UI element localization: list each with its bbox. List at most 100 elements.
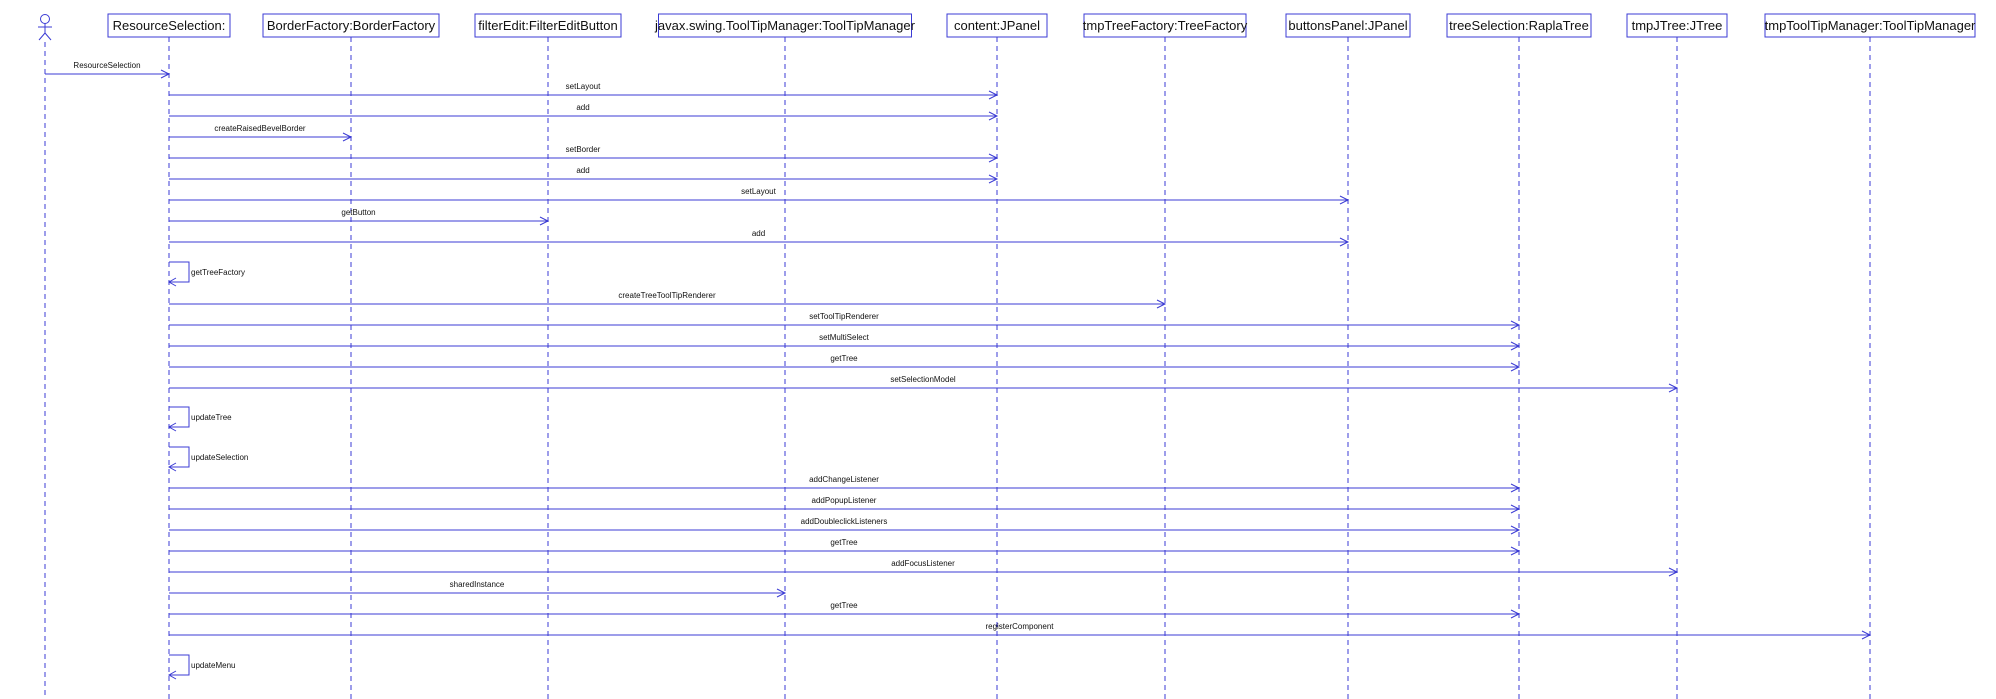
- arrowhead-icon: [988, 153, 999, 163]
- message-setMultiSelect: setMultiSelect: [169, 333, 1521, 351]
- lifeline-borderFactory: BorderFactory:BorderFactory: [262, 13, 440, 699]
- message-addDoubleclickListeners: addDoubleclickListeners: [169, 517, 1521, 535]
- lifeline-box: [1764, 13, 1976, 38]
- message-updateMenu: updateMenu: [167, 654, 235, 680]
- arrowhead-icon: [1510, 525, 1521, 535]
- arrowhead-icon: [988, 111, 999, 121]
- lifeline-tmpTreeFactory: tmpTreeFactory:TreeFactory: [1083, 13, 1248, 699]
- message-label: setSelectionModel: [890, 375, 956, 384]
- message-getTree: getTree: [169, 538, 1521, 556]
- lifeline-box: [1446, 13, 1592, 38]
- message-updateSelection: updateSelection: [167, 446, 248, 472]
- message-label: getTree: [830, 538, 858, 547]
- message-label: sharedInstance: [450, 580, 505, 589]
- actor-head: [40, 14, 50, 24]
- message-add: add: [169, 166, 999, 184]
- lifeline-box: [262, 13, 440, 38]
- arrowhead-icon: [1156, 299, 1167, 309]
- lifelines: ResourceSelection: BorderFactory:BorderFa…: [107, 13, 1976, 699]
- self-call-loop: [169, 406, 190, 428]
- arrowhead-icon: [1668, 567, 1679, 577]
- message-label: getTree: [830, 354, 858, 363]
- lifeline-label: content:JPanel: [954, 18, 1040, 33]
- lifeline-treeSelection: treeSelection:RaplaTree: [1446, 13, 1592, 699]
- message-label: setMultiSelect: [819, 333, 870, 342]
- arrowhead-icon: [1510, 483, 1521, 493]
- message-addFocusListener: addFocusListener: [169, 559, 1679, 577]
- message-label: addChangeListener: [809, 475, 879, 484]
- arrowhead-icon: [1510, 362, 1521, 372]
- message-updateTree: updateTree: [167, 406, 232, 432]
- lifeline-label: treeSelection:RaplaTree: [1449, 18, 1589, 33]
- lifeline-filterEdit: filterEdit:FilterEditButton: [474, 13, 622, 699]
- message-label: updateTree: [191, 413, 232, 422]
- message-sharedInstance: sharedInstance: [169, 580, 787, 598]
- actor: [38, 14, 52, 699]
- message-label: ResourceSelection: [73, 61, 140, 70]
- message-registerComponent: registerComponent: [169, 622, 1872, 640]
- lifeline-toolTipManager: javax.swing.ToolTipManager:ToolTipManage…: [654, 13, 916, 699]
- message-label: getTree: [830, 601, 858, 610]
- arrowhead-icon: [1510, 320, 1521, 330]
- lifeline-resourceSelection: ResourceSelection:: [107, 13, 231, 699]
- message-getTree: getTree: [169, 601, 1521, 619]
- message-createRaisedBevelBorder: createRaisedBevelBorder: [169, 124, 353, 142]
- lifeline-label: javax.swing.ToolTipManager:ToolTipManage…: [654, 18, 916, 33]
- message-label: updateMenu: [191, 661, 235, 670]
- arrowhead-icon: [539, 216, 550, 226]
- arrowhead-icon: [167, 277, 177, 287]
- message-add: add: [169, 103, 999, 121]
- message-label: createTreeToolTipRenderer: [618, 291, 716, 300]
- lifeline-label: ResourceSelection:: [113, 18, 226, 33]
- messages: ResourceSelection setLayout add createRaise…: [45, 61, 1872, 680]
- lifeline-box: [1285, 13, 1411, 38]
- lifeline-box: [1083, 13, 1247, 38]
- message-label: addDoubleclickListeners: [801, 517, 888, 526]
- message-addChangeListener: addChangeListener: [169, 475, 1521, 493]
- lifeline-box: [1626, 13, 1728, 38]
- arrowhead-icon: [988, 90, 999, 100]
- arrowhead-icon: [1510, 504, 1521, 514]
- message-label: createRaisedBevelBorder: [214, 124, 305, 133]
- message-label: getButton: [341, 208, 375, 217]
- message-label: setToolTipRenderer: [809, 312, 879, 321]
- arrowhead-icon: [167, 422, 177, 432]
- message-createTreeToolTipRenderer: createTreeToolTipRenderer: [169, 291, 1167, 309]
- self-call-loop: [169, 446, 190, 468]
- message-setToolTipRenderer: setToolTipRenderer: [169, 312, 1521, 330]
- message-setBorder: setBorder: [169, 145, 999, 163]
- arrowhead-icon: [342, 132, 353, 142]
- self-call-loop: [169, 261, 190, 283]
- lifeline-label: BorderFactory:BorderFactory: [267, 18, 436, 33]
- lifeline-box: [946, 13, 1048, 38]
- arrowhead-icon: [1510, 341, 1521, 351]
- message-label: setLayout: [566, 82, 601, 91]
- lifeline-content: content:JPanel: [946, 13, 1048, 699]
- lifeline-tmpJTree: tmpJTree:JTree: [1626, 13, 1728, 699]
- arrowhead-icon: [1510, 546, 1521, 556]
- actor-left-leg: [38, 32, 46, 41]
- message-label: addPopupListener: [812, 496, 877, 505]
- arrowhead-icon: [167, 462, 177, 472]
- lifeline-box: [107, 13, 231, 38]
- self-call-loop: [169, 654, 190, 676]
- message-label: addFocusListener: [891, 559, 955, 568]
- arrowhead-icon: [160, 69, 171, 79]
- lifeline-box: [474, 13, 622, 38]
- lifeline-label: buttonsPanel:JPanel: [1288, 18, 1407, 33]
- message-label: getTreeFactory: [191, 268, 245, 277]
- lifeline-buttonsPanel: buttonsPanel:JPanel: [1285, 13, 1411, 699]
- message-getTree: getTree: [169, 354, 1521, 372]
- actor-stick-figure-icon: [38, 14, 52, 699]
- message-setLayout: setLayout: [169, 187, 1350, 205]
- message-ResourceSelection: ResourceSelection: [45, 61, 171, 79]
- lifeline-label: tmpToolTipManager:ToolTipManager: [1765, 18, 1976, 33]
- message-addPopupListener: addPopupListener: [169, 496, 1521, 514]
- arrowhead-icon: [1339, 195, 1350, 205]
- lifeline-label: filterEdit:FilterEditButton: [478, 18, 617, 33]
- lifeline-label: tmpJTree:JTree: [1632, 18, 1723, 33]
- arrowhead-icon: [1510, 609, 1521, 619]
- message-label: registerComponent: [985, 622, 1054, 631]
- arrowhead-icon: [988, 174, 999, 184]
